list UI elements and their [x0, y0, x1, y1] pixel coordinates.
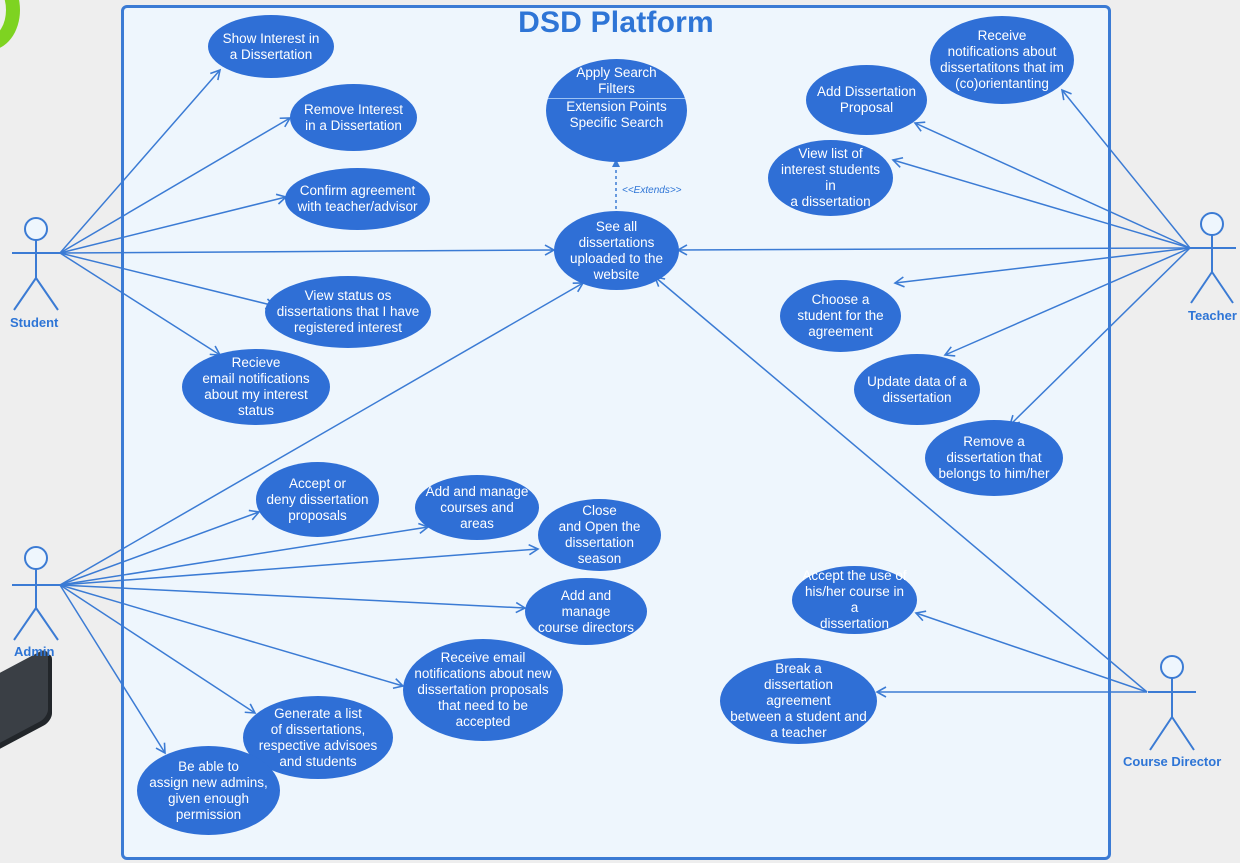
assoc-director-accept-course: [914, 610, 1148, 693]
assoc-teacher-remove: [1008, 247, 1191, 427]
actor-student-figure: [12, 217, 60, 311]
assoc-teacher-receive-notif: [1060, 88, 1191, 249]
usecase-show-interest: Show Interest in a Dissertation: [208, 15, 334, 78]
assoc-student-confirm: [59, 193, 288, 254]
usecase-add-manage-directors: Add and manage course directors: [525, 578, 647, 645]
usecase-add-dissertation-proposal: Add Dissertation Proposal: [806, 65, 927, 135]
assoc-student-remove-interest: [59, 117, 292, 254]
usecase-recieve-email: Recieve email notifications about my int…: [182, 349, 330, 425]
assoc-admin-generate: [59, 584, 257, 714]
actor-teacher-figure: [1188, 212, 1236, 304]
usecase-close-open-season: Close and Open the dissertation season: [538, 499, 661, 571]
usecase-add-manage-courses: Add and manage courses and areas: [415, 475, 539, 540]
assoc-student-show-interest: [59, 68, 222, 254]
usecase-accept-course-use: Accept the use of his/her course in a di…: [792, 566, 917, 634]
usecase-break-agreement: Break a dissertation agreement between a…: [720, 658, 877, 744]
usecase-see-all-dissertations: See all dissertations uploaded to the we…: [554, 211, 679, 290]
usecase-receive-email-proposals: Receive email notifications about new di…: [403, 639, 563, 741]
assoc-director-see-all: [653, 275, 1148, 693]
usecase-confirm-agreement: Confirm agreement with teacher/advisor: [285, 168, 430, 230]
assoc-teacher-see-all: [676, 244, 1191, 256]
usecase-accept-deny-proposals: Accept or deny dissertation proposals: [256, 462, 379, 537]
actor-course-director-label: Course Director: [1123, 754, 1222, 769]
actor-course-director-figure: [1148, 655, 1196, 751]
search-filters-extension-points: Extension Points Specific Search: [566, 99, 667, 130]
search-filters-divider: [546, 98, 687, 99]
actor-admin-figure: [12, 546, 60, 641]
usecase-view-interest-students: View list of interest students in a diss…: [768, 140, 893, 216]
assoc-teacher-add-proposal: [913, 121, 1191, 249]
assoc-admin-assign: [59, 584, 166, 755]
assoc-teacher-choose: [893, 247, 1191, 288]
actor-student-label: Student: [10, 315, 59, 330]
assoc-admin-close-open: [59, 543, 540, 586]
assoc-teacher-update: [943, 247, 1191, 357]
diagram-title: DSD Platform: [518, 6, 714, 39]
assoc-teacher-view-interest: [891, 156, 1191, 249]
actor-teacher-label: Teacher: [1188, 308, 1237, 323]
assoc-student-recieve-email: [59, 252, 222, 356]
assoc-admin-receive-email: [59, 584, 405, 690]
assoc-admin-add-courses: [59, 522, 430, 586]
assoc-admin-add-directors: [59, 584, 527, 614]
usecase-view-status: View status os dissertations that I have…: [265, 276, 431, 348]
usecase-choose-student: Choose a student for the agreement: [780, 280, 901, 352]
usecase-remove-dissertation: Remove a dissertation that belongs to hi…: [925, 420, 1063, 496]
assoc-student-see-all: [59, 244, 556, 256]
assoc-admin-accept-deny: [59, 509, 261, 586]
usecase-apply-search-filters: Apply Search Filters Extension Points Sp…: [546, 59, 687, 162]
usecase-update-data: Update data of a dissertation: [854, 354, 980, 425]
assoc-admin-see-all: [59, 282, 585, 586]
usecase-receive-notifications: Receive notifications about dissertatito…: [930, 16, 1074, 104]
extends-label: <<Extends>>: [622, 185, 682, 196]
usecase-assign-new-admins: Be able to assign new admins, given enou…: [137, 746, 280, 835]
assoc-student-view-status: [59, 252, 277, 310]
search-filters-title: Apply Search Filters: [576, 65, 657, 96]
actor-admin-label: Admin: [14, 644, 55, 659]
usecase-remove-interest: Remove Interest in a Dissertation: [290, 84, 417, 151]
